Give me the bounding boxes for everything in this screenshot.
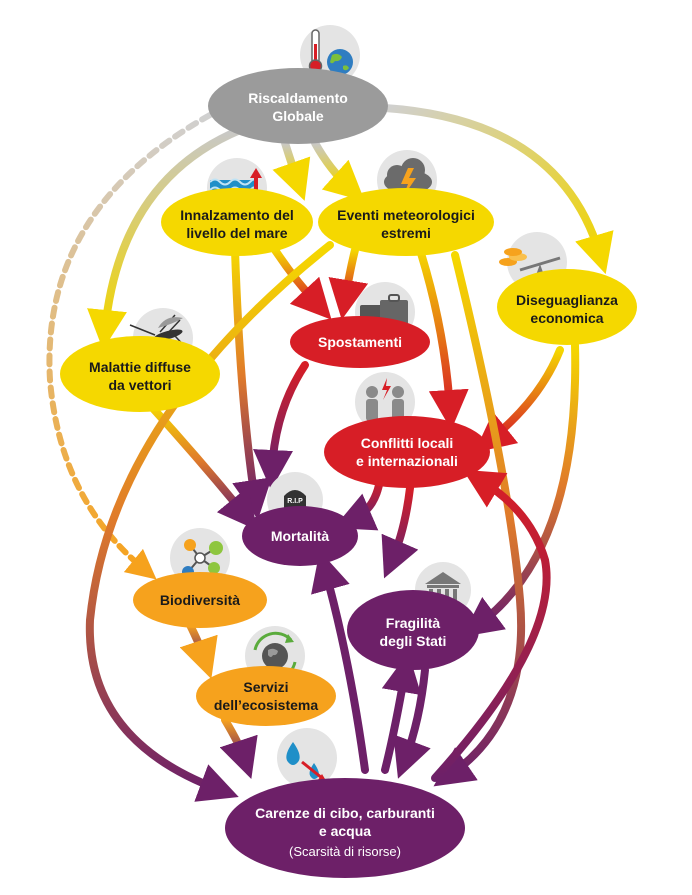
node-resource-scarcity-line1: Carenze di cibo, carburanti	[255, 805, 435, 821]
node-resource-scarcity-line3: (Scarsità di risorse)	[289, 844, 401, 859]
node-state-fragility-line2: degli Stati	[380, 633, 447, 649]
node-global-warming-line1: Riscaldamento	[248, 90, 348, 106]
node-ecosystem-services-line1: Servizi	[243, 679, 288, 695]
arrow-scarcity-to-mortality	[311, 550, 369, 774]
arrow-weather-to-scarcity	[433, 251, 526, 787]
node-conflicts-line1: Conflitti locali	[361, 435, 454, 451]
node-mortality-line1: Mortalità	[271, 528, 330, 544]
node-sea-level-line1: Innalzamento del	[180, 207, 294, 223]
arrows-layer	[46, 104, 614, 802]
tombstone-text: R.I.P	[287, 498, 303, 505]
node-state-fragility-line1: Fragilità	[386, 615, 441, 631]
node-conflicts: Conflitti locali e internazionali	[324, 416, 490, 488]
node-ecosystem-services-line2: dell’ecosistema	[214, 697, 318, 713]
arrow-weather-to-conflicts	[416, 246, 469, 430]
node-extreme-weather: Eventi meteorologici estremi	[318, 188, 494, 256]
node-inequality-line2: economica	[530, 310, 603, 326]
node-biodiversity: Biodiversità	[133, 572, 267, 628]
arrow-warming-to-inequality	[381, 104, 614, 275]
arrow-biodiversity-to-services	[179, 621, 218, 679]
arrow-inequality-to-fragility	[461, 341, 580, 637]
arrow-conflicts-to-mortality	[333, 476, 384, 531]
node-displacement: Spostamenti	[290, 316, 430, 368]
node-state-fragility: Fragilità degli Stati	[347, 590, 479, 670]
node-global-warming: Riscaldamento Globale	[208, 68, 388, 144]
arrow-warming-to-sea-level	[272, 139, 311, 201]
node-ecosystem-services: Servizi dell’ecosistema	[196, 666, 336, 726]
arrow-warming-to-biodiversity-dashed	[46, 112, 213, 580]
arrow-weather-to-scarcity-left	[85, 241, 334, 802]
arrow-scarcity-to-fragility	[381, 652, 422, 774]
arrow-inequality-to-conflicts	[474, 346, 564, 453]
arrow-scarcity-to-conflicts	[431, 469, 551, 782]
node-displacement-line1: Spostamenti	[318, 334, 402, 350]
node-vector-diseases-line2: da vettori	[108, 377, 171, 393]
arrow-sea-to-mortality	[231, 246, 272, 520]
node-conflicts-line2: e internazionali	[356, 453, 458, 469]
nodes-layer: Riscaldamento Globale Innalzamento del l…	[60, 68, 637, 878]
arrow-services-to-scarcity	[219, 716, 258, 779]
node-resource-scarcity-line2: e acqua	[319, 823, 371, 839]
node-vector-diseases-line1: Malattie diffuse	[89, 359, 191, 375]
node-mortality: Mortalità	[242, 506, 358, 566]
node-extreme-weather-line1: Eventi meteorologici	[337, 207, 475, 223]
arrow-warming-to-diseases	[87, 126, 244, 350]
node-vector-diseases: Malattie diffuse da vettori	[60, 336, 220, 412]
arrow-conflicts-to-fragility	[381, 484, 419, 579]
node-inequality: Diseguaglianza economica	[497, 269, 637, 345]
node-sea-level-line2: livello del mare	[186, 225, 287, 241]
arrow-weather-to-displacement	[328, 246, 369, 320]
node-inequality-line1: Diseguaglianza	[516, 292, 618, 308]
node-sea-level: Innalzamento del livello del mare	[161, 188, 313, 256]
node-biodiversity-line1: Biodiversità	[160, 592, 240, 608]
arrow-fragility-to-scarcity	[393, 666, 431, 779]
node-extreme-weather-line2: estremi	[381, 225, 431, 241]
arrow-displacement-to-mortality	[253, 361, 309, 490]
arrow-warming-to-weather	[311, 139, 365, 202]
node-global-warming-line2: Globale	[272, 108, 324, 124]
node-resource-scarcity: Carenze di cibo, carburanti e acqua (Sca…	[225, 778, 465, 878]
